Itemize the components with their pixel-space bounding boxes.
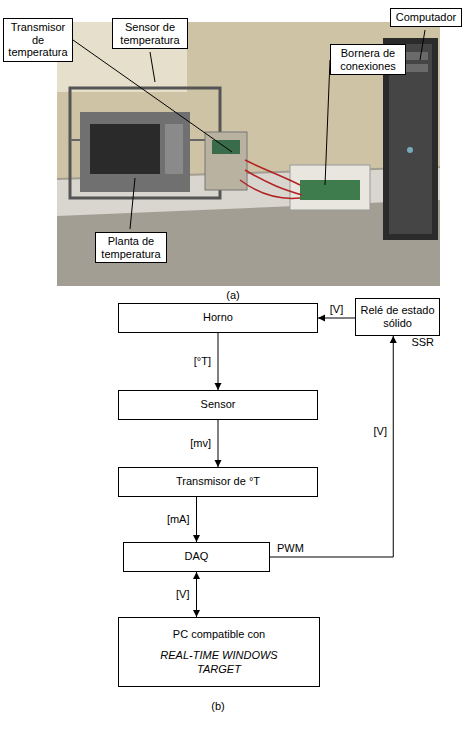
panel-label: (a) — [225, 289, 240, 302]
process-box: Horno — [118, 303, 318, 333]
node-label: Sensor — [201, 398, 236, 411]
signal-label: [V] — [329, 303, 344, 316]
arrow-head — [318, 315, 325, 322]
signal-label: [V] — [373, 425, 388, 438]
callout-box: Planta de temperatura — [95, 232, 167, 263]
oven-window — [90, 124, 160, 174]
wires — [240, 160, 302, 198]
leader-line — [130, 178, 135, 229]
arrow-head — [215, 460, 222, 467]
node-label: Horno — [203, 311, 233, 324]
relay-box: Relé de estado sólido — [355, 298, 440, 336]
node-label: Planta de temperatura — [99, 235, 163, 260]
node-label: PC compatible con — [173, 628, 265, 641]
leader-line — [73, 40, 232, 152]
node-label: Transmisor de °T — [176, 475, 260, 488]
callout-box: Transmisor de temperatura — [3, 18, 73, 62]
arrow-head — [215, 383, 222, 390]
arrow-head — [193, 610, 200, 617]
terminal-block — [300, 180, 360, 200]
leader-line — [150, 52, 155, 82]
signal-label: PWM — [276, 542, 305, 555]
signal-label: [V] — [175, 588, 190, 601]
callout-box: Sensor de temperatura — [112, 18, 188, 49]
connector — [193, 497, 200, 542]
callout-box: Bornera de conexiones — [330, 44, 406, 75]
oven-panel — [165, 124, 183, 174]
connector — [215, 333, 222, 390]
power-button — [407, 147, 413, 153]
connector — [270, 336, 397, 557]
leader-line — [325, 60, 330, 185]
connector — [215, 420, 222, 467]
node-label: Relé de estado sólido — [360, 304, 435, 330]
node-label: Computador — [394, 11, 458, 24]
process-box: Sensor — [118, 390, 318, 420]
node-label: DAQ — [185, 550, 209, 563]
node-label: Bornera de conexiones — [334, 47, 402, 72]
connector-line — [270, 336, 393, 557]
arrow-head — [193, 572, 200, 579]
arrow-head — [390, 336, 397, 343]
connector-line — [218, 420, 219, 467]
arrow-head — [193, 535, 200, 542]
node-label: Transmisor de temperatura — [7, 21, 69, 59]
relay-block: Relé de estado sólidoSSR — [355, 298, 440, 349]
oven-frame — [70, 88, 220, 198]
process-box: DAQ — [123, 542, 270, 572]
callout-box: Computador — [390, 8, 462, 27]
leader-line — [420, 30, 425, 60]
computer-box: PC compatible conREAL-TIME WINDOWS TARGE… — [118, 617, 320, 687]
connector — [193, 572, 200, 617]
transmitter-chip — [212, 140, 240, 154]
node-subtext: REAL-TIME WINDOWS TARGET — [154, 649, 284, 675]
signal-label: [mA] — [166, 513, 191, 526]
signal-label: [°T] — [193, 355, 212, 368]
node-label: Sensor de temperatura — [116, 21, 184, 46]
signal-label: [mv] — [189, 437, 212, 450]
wall — [57, 22, 440, 286]
node-subtext: SSR — [355, 336, 440, 349]
process-box: Transmisor de °T — [118, 467, 318, 497]
terminal-base — [290, 165, 370, 210]
panel-label: (b) — [210, 700, 225, 713]
connector-line — [218, 333, 219, 390]
